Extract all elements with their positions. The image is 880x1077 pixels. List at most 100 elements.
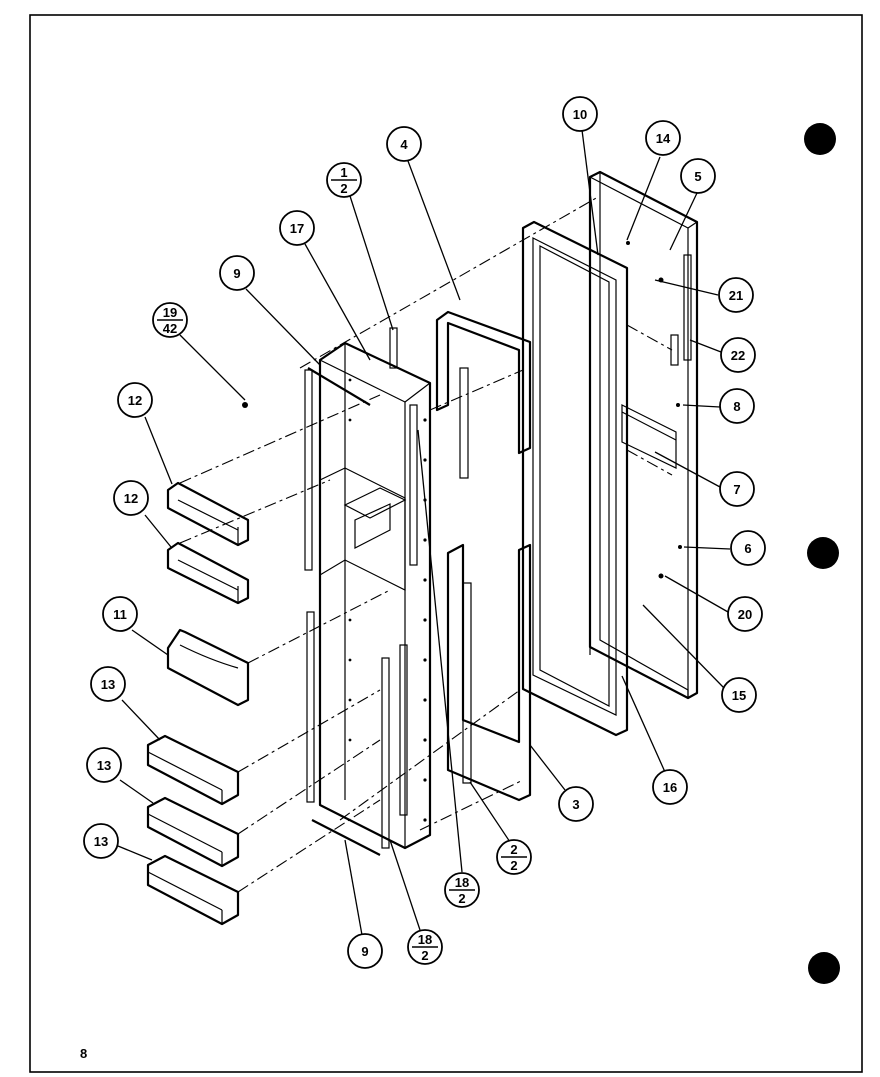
callout-18-2-b: 182	[407, 929, 443, 965]
callout-denominator: 42	[163, 321, 177, 336]
callout-15: 15	[721, 677, 757, 713]
callout-20: 20	[727, 596, 763, 632]
breaker-strips	[304, 327, 418, 849]
callout-11: 11	[102, 596, 138, 632]
callout-10: 10	[562, 96, 598, 132]
callout-denominator: 2	[421, 948, 428, 963]
callout-circle	[721, 677, 757, 713]
callout-18-2-a: 182	[444, 872, 480, 908]
callout-13-b: 13	[86, 747, 122, 783]
callout-label: 6	[744, 541, 751, 556]
page-border	[29, 14, 863, 1073]
callout-denominator: 2	[510, 858, 517, 873]
door-shelf-11	[166, 628, 250, 707]
outer-door-panel	[588, 170, 699, 700]
callout-label: 20	[738, 607, 752, 622]
door-shelf-12-lower	[166, 541, 250, 605]
callout-13-a: 13	[90, 666, 126, 702]
callout-circle	[347, 933, 383, 969]
page-number: 8	[80, 1046, 87, 1061]
callout-22: 22	[720, 337, 756, 373]
door-bin-13-b	[146, 796, 240, 868]
callout-6: 6	[730, 530, 766, 566]
callout-circle	[730, 530, 766, 566]
callout-circle	[279, 210, 315, 246]
callout-label: 17	[290, 221, 304, 236]
callout-circle	[720, 337, 756, 373]
callout-circle	[86, 747, 122, 783]
leader-lines	[117, 129, 731, 936]
callout-1-2: 12	[326, 162, 362, 198]
callout-circle	[558, 786, 594, 822]
callout-circle	[680, 158, 716, 194]
callout-label: 12	[128, 393, 142, 408]
callout-circle	[219, 255, 255, 291]
callout-numerator: 18	[455, 875, 469, 890]
callout-12-a: 12	[117, 382, 153, 418]
callout-label: 9	[361, 944, 368, 959]
shelf-rod-top	[307, 367, 371, 406]
door-bin-13-c	[146, 854, 240, 926]
callout-label: 15	[732, 688, 746, 703]
callout-denominator: 2	[458, 891, 465, 906]
callout-label: 14	[656, 131, 671, 146]
callout-circle	[652, 769, 688, 805]
shelf-rod-bottom	[311, 819, 381, 856]
callout-5: 5	[680, 158, 716, 194]
callout-label: 9	[233, 266, 240, 281]
callout-label: 12	[124, 491, 138, 506]
callout-circle	[718, 277, 754, 313]
callout-label: 22	[731, 348, 745, 363]
punch-hole-top	[804, 123, 836, 155]
punch-hole-middle	[807, 537, 839, 569]
callout-17: 17	[279, 210, 315, 246]
callout-label: 21	[729, 288, 743, 303]
callout-label: 16	[663, 780, 677, 795]
callout-denominator: 2	[340, 181, 347, 196]
callout-7: 7	[719, 471, 755, 507]
callout-2-2: 22	[496, 839, 532, 875]
door-gasket	[521, 220, 629, 737]
callout-label: 7	[733, 482, 740, 497]
callout-13-c: 13	[83, 823, 119, 859]
assembly-alignment-lines	[179, 196, 673, 893]
callout-circle	[727, 596, 763, 632]
callout-9-bottom: 9	[347, 933, 383, 969]
callout-8: 8	[719, 388, 755, 424]
callout-numerator: 18	[418, 932, 432, 947]
callout-label: 13	[97, 758, 111, 773]
callout-label: 5	[694, 169, 701, 184]
door-shelf-12-upper	[166, 481, 250, 547]
callout-12-b: 12	[113, 480, 149, 516]
callout-label: 13	[101, 677, 115, 692]
callout-circle	[719, 471, 755, 507]
callout-numerator: 1	[340, 165, 347, 180]
callout-circle	[719, 388, 755, 424]
callout-4: 4	[386, 126, 422, 162]
callout-3: 3	[558, 786, 594, 822]
callout-label: 3	[572, 797, 579, 812]
callout-16: 16	[652, 769, 688, 805]
callout-circle	[90, 666, 126, 702]
callout-circle	[562, 96, 598, 132]
callout-circle	[386, 126, 422, 162]
callout-circle	[645, 120, 681, 156]
door-liner-trim-upper	[435, 310, 532, 479]
callout-layer: 1241014517919421212111313132122876201516…	[83, 96, 766, 969]
callout-numerator: 2	[510, 842, 517, 857]
liner-screws	[348, 378, 427, 822]
punch-hole-bottom	[808, 952, 840, 984]
inner-door-liner	[318, 341, 432, 850]
callout-9-top: 9	[219, 255, 255, 291]
callout-21: 21	[718, 277, 754, 313]
fastener-19-42	[242, 402, 248, 408]
callout-circle	[83, 823, 119, 859]
callout-label: 4	[400, 137, 408, 152]
callout-numerator: 19	[163, 305, 177, 320]
callout-label: 10	[573, 107, 587, 122]
callout-label: 11	[113, 607, 127, 622]
callout-label: 8	[733, 399, 740, 414]
door-bin-13-a	[146, 734, 240, 806]
